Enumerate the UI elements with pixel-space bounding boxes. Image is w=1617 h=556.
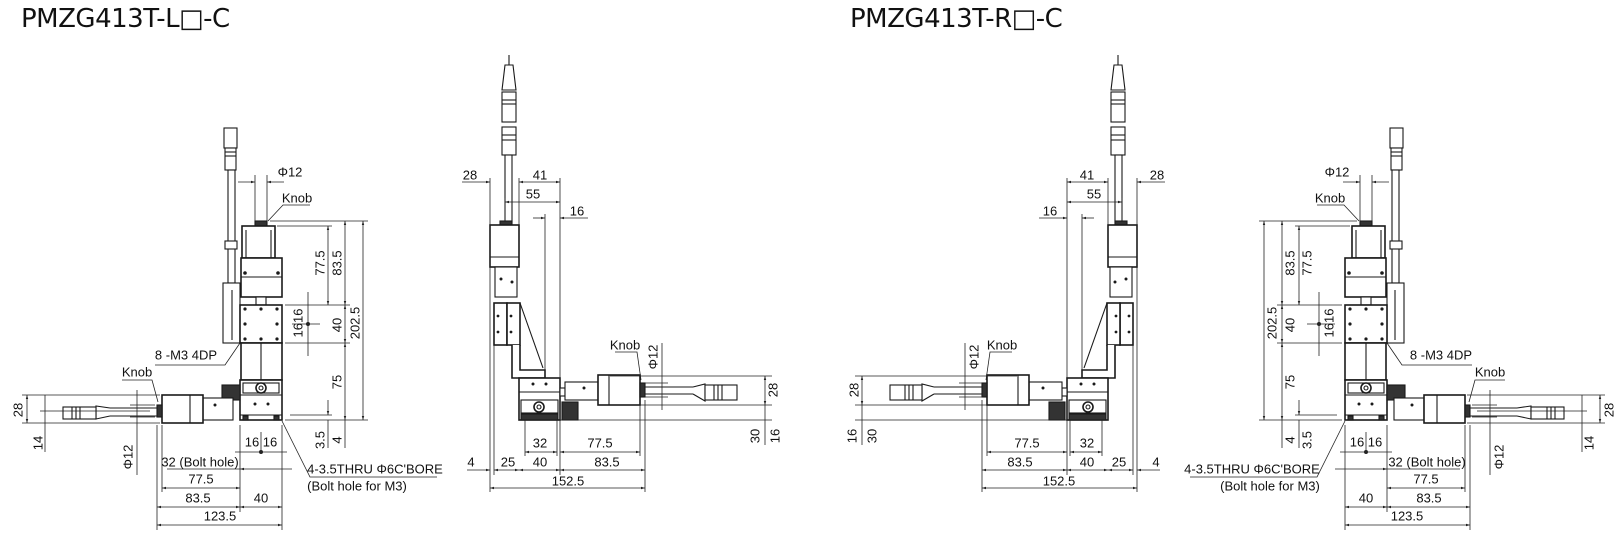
right-side-view-dim-152-5-label: 152.5 [1043,474,1076,489]
left-front-view-dim-16-16-v-label: 1616 [291,309,306,338]
left-side-view-dim-30-label: 30 [748,429,763,443]
right-side-view-dim-55-label: 55 [1087,187,1101,202]
right-front-view-dim-83-5-v-label: 83.5 [1283,250,1298,275]
left-front-view-dim-77-5-h-label: 77.5 [188,472,213,487]
right-side-view-dim-77-5-label: 77.5 [1014,436,1039,451]
right-front-view-bolt-note-label: 4-3.5THRU Φ6C'BORE [1184,462,1320,477]
right-front-view-dim-83-5-h-label: 83.5 [1416,491,1441,506]
front-view-dimensions [22,175,437,530]
right-side-view-dim-40-label: 40 [1080,455,1094,470]
left-front-view-dim-123-5-label: 123.5 [204,509,237,524]
left-side-view-dim-25-label: 25 [501,455,515,470]
right-side-view-dim-16-v-label: 16 [845,429,860,443]
left-front-view-dim-202-5-label: 202.5 [348,307,363,340]
left-side-view-dim-28-v-label: 28 [766,383,781,397]
left-front-view-dim-40-v-label: 40 [330,318,345,332]
right-side-view-dim-16-top-label: 16 [1043,204,1057,219]
left-front-view-dim-83-5-v-label: 83.5 [330,250,345,275]
right-side-view-phi12-label: Φ12 [967,345,982,370]
right-front-view-tapped-holes-label: 8 -M3 4DP [1410,348,1472,363]
front-view-stage [62,127,283,424]
left-side-view-dim-55-label: 55 [526,187,540,202]
left-side-view-dim-4-label: 4 [467,455,474,470]
left-side-view-dim-28-top-label: 28 [463,168,477,183]
left-front-view-dim-83-5-h-label: 83.5 [185,491,210,506]
right-front-view-dim-40-v-label: 40 [1283,318,1298,332]
left-side-view-phi12-label: Φ12 [646,345,661,370]
right-front-view-phi12-top-label: Φ12 [1325,165,1350,180]
right-side-view-knob-label: Knob [987,338,1017,353]
left-front-view-dim-16-16-h-label: 16 16 [245,435,278,450]
left-front-view-dim-3-5-label: 3.5 [313,431,328,449]
left-front-view-dim-32-label: 32 (Bolt hole) [161,455,238,470]
left-front-view-dim-14-label: 14 [31,436,46,450]
left-front-view-dim-77-5-v-label: 77.5 [313,250,328,275]
left-model-geometry [22,55,772,530]
left-front-view-tapped-holes-label: 8 -M3 4DP [155,348,217,363]
left-front-view-dim-28-label: 28 [11,403,26,417]
left-side-view-dim-77-5-label: 77.5 [587,436,612,451]
left-front-view-dim-4-label: 4 [330,436,345,443]
right-front-view-dim-16-16-v-label: 1616 [1322,309,1337,338]
right-side-view-dim-41-label: 41 [1080,168,1094,183]
left-side-view-dim-16-top-label: 16 [570,204,584,219]
left-front-view-knob-top-label: Knob [282,191,312,206]
right-front-view-phi12-x-label: Φ12 [1492,445,1507,470]
right-front-view-dim-202-5-label: 202.5 [1265,307,1280,340]
right-side-view-dim-30-label: 30 [865,429,880,443]
right-side-view-dim-4-label: 4 [1152,455,1159,470]
right-side-view-dim-28-top-label: 28 [1150,168,1164,183]
right-model-title: PMZG413T-R□-C [850,4,1063,34]
right-side-view-dim-83-5-label: 83.5 [1007,455,1032,470]
right-front-view-dim-77-5-v-label: 77.5 [1300,250,1315,275]
right-front-view-knob-top-label: Knob [1315,191,1345,206]
left-side-view-dim-16-v-label: 16 [768,429,783,443]
left-front-view-phi12-top-label: Φ12 [278,165,303,180]
right-front-view-dim-3-5-label: 3.5 [1300,431,1315,449]
left-side-view-knob-label: Knob [610,338,640,353]
right-front-view-dim-75-label: 75 [1283,375,1298,389]
right-side-view-dim-32-label: 32 [1080,436,1094,451]
right-front-view-dim-14-label: 14 [1582,436,1597,450]
left-front-view-phi12-x-label: Φ12 [121,445,136,470]
right-front-view-bolt-note-sub-label: (Bolt hole for M3) [1220,479,1320,494]
side-view-dimensions [462,178,772,492]
left-model-title: PMZG413T-L□-C [21,4,230,34]
right-front-view-dim-28-label: 28 [1602,403,1617,417]
right-side-view-dim-25-label: 25 [1112,455,1126,470]
right-side-view-dim-28-v-label: 28 [847,383,862,397]
left-front-view-knob-x-label: Knob [122,365,152,380]
left-side-view-dim-83-5-label: 83.5 [594,455,619,470]
left-front-view-dim-40-h-label: 40 [254,491,268,506]
right-front-view-dim-123-5-label: 123.5 [1391,509,1424,524]
right-front-view-dim-16-16-h-label: 16 16 [1350,435,1383,450]
side-view-stage [489,55,738,421]
left-side-view-dim-40-label: 40 [533,455,547,470]
left-front-view-bolt-note-sub-label: (Bolt hole for M3) [307,479,407,494]
left-front-view-dim-75-label: 75 [330,375,345,389]
right-front-view-knob-x-label: Knob [1475,365,1505,380]
right-front-view-dim-40-h-label: 40 [1359,491,1373,506]
left-side-view-dim-152-5-label: 152.5 [552,474,585,489]
left-side-view-dim-41-label: 41 [533,168,547,183]
right-front-view-dim-77-5-h-label: 77.5 [1413,472,1438,487]
left-front-view-bolt-note-label: 4-3.5THRU Φ6C'BORE [307,462,443,477]
right-front-view-dim-32-label: 32 (Bolt hole) [1388,455,1465,470]
right-front-view-dim-4-label: 4 [1283,436,1298,443]
left-side-view-dim-32-label: 32 [533,436,547,451]
